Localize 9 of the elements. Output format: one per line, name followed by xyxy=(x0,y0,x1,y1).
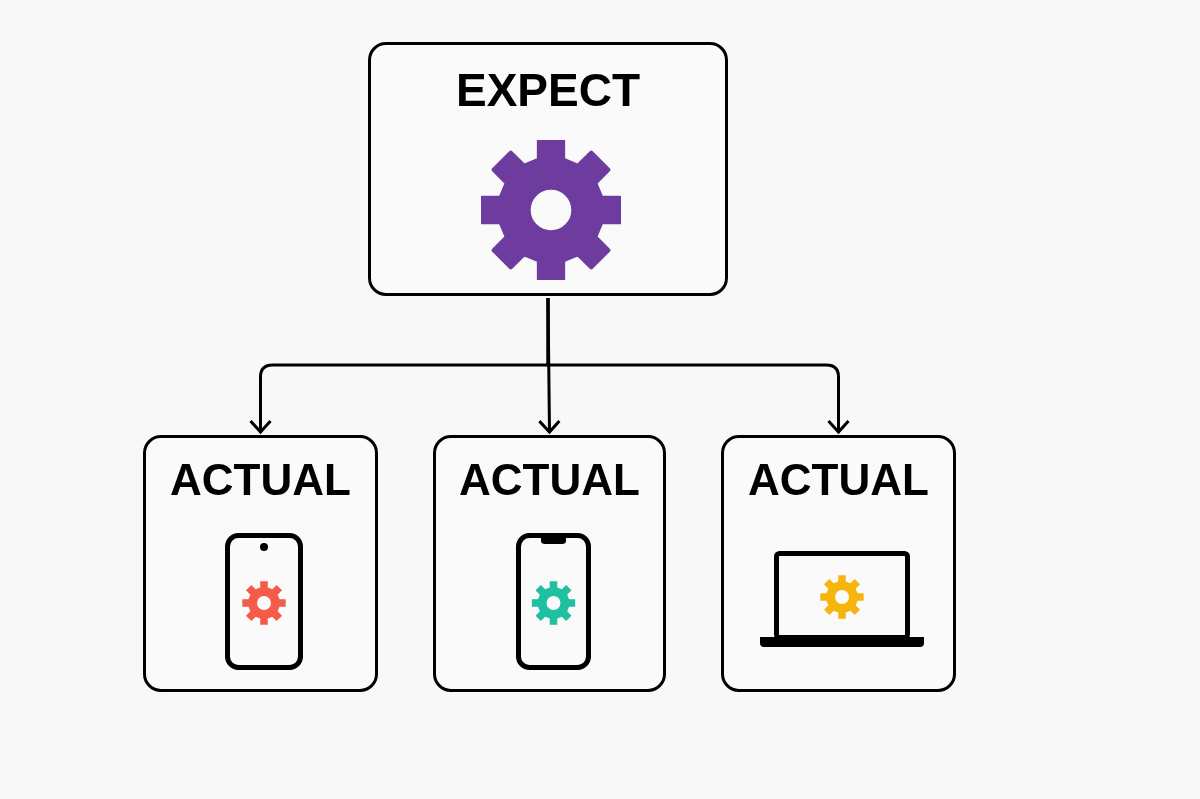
arrow xyxy=(546,298,850,434)
actual-box xyxy=(143,435,378,692)
box-title: EXPECT xyxy=(455,64,640,116)
box-title: ACTUAL xyxy=(459,455,640,504)
actual-box xyxy=(721,435,956,692)
box-title: ACTUAL xyxy=(170,455,351,504)
expected-box xyxy=(368,42,728,296)
box-title: ACTUAL xyxy=(748,455,929,504)
actual-box xyxy=(433,435,666,692)
